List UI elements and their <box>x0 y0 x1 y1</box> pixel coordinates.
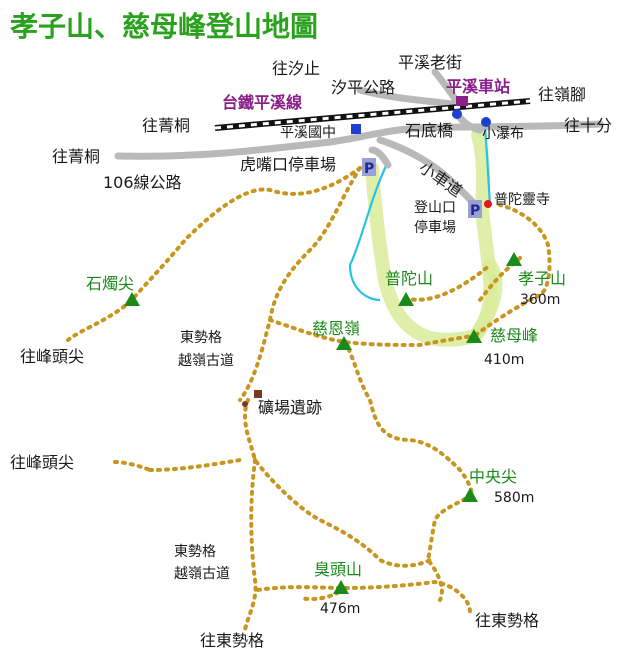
peak-icon-putuoshan <box>398 292 414 306</box>
station-icon <box>456 96 468 106</box>
river-west <box>348 165 387 302</box>
peak-choutoushan-elev: 476m <box>320 601 360 617</box>
dir-jingtong-1: 往菁桐 <box>142 116 190 135</box>
shidiqiao-icon <box>452 109 462 119</box>
road-xiping <box>356 86 456 108</box>
road-small-label: 小車道 <box>416 158 466 201</box>
peak-cienling-name: 慈恩嶺 <box>312 319 360 338</box>
historic-trail-2-line2: 越嶺古道 <box>174 566 230 582</box>
dir-jingtong-2: 往菁桐 <box>52 147 100 166</box>
peak-putuoshan-name: 普陀山 <box>385 269 433 288</box>
historic-trail-1-line2: 越嶺古道 <box>178 353 234 369</box>
map-title: 孝子山、慈母峰登山地圖 <box>10 10 318 43</box>
road-route106-label: 106線公路 <box>103 173 182 192</box>
dir-dongshige-1: 往東勢格 <box>200 631 264 650</box>
school-label: 平溪國中 <box>280 125 336 141</box>
temple-icon <box>484 200 492 208</box>
waterfall-label: 小瀑布 <box>482 126 524 142</box>
river-east <box>483 127 492 206</box>
road-old-street <box>431 68 460 104</box>
historic-trail-2-line1: 東勢格 <box>174 544 216 560</box>
peak-cimufeng-name: 慈母峰 <box>490 326 538 345</box>
peak-icon-zhongyangjian <box>462 488 478 502</box>
peak-icon-shizhujian <box>124 292 140 306</box>
railway-white-dashes <box>214 99 531 130</box>
peak-cimufeng-elev: 410m <box>484 352 524 368</box>
dir-fengtoujian-2: 往峰頭尖 <box>10 453 74 472</box>
temple-label: 普陀靈寺 <box>494 192 550 208</box>
road-small <box>376 136 479 209</box>
road-xiping-label: 汐平公路 <box>331 78 395 97</box>
mine-icon <box>254 390 262 398</box>
shidiqiao-label: 石底橋 <box>405 121 453 140</box>
mine-label: 礦場遺跡 <box>258 398 322 417</box>
dir-lingjiao: 往嶺腳 <box>538 85 586 104</box>
parking-dengshankou-label-2: 停車場 <box>414 219 456 236</box>
school-icon <box>351 124 361 134</box>
parking-dengshankou-icon: P <box>468 200 482 219</box>
peak-xiaozishan-name: 孝子山 <box>518 269 566 288</box>
parking-dengshankou-label-1: 登山口 <box>414 200 456 216</box>
dir-shifen: 往十分 <box>564 116 612 135</box>
peak-icon-xiaozishan <box>506 252 522 266</box>
trailhead-dot-icon <box>242 401 248 407</box>
peak-shizhujian-name: 石燭尖 <box>86 274 134 293</box>
svg-text:P: P <box>470 203 480 219</box>
svg-text:P: P <box>364 161 374 177</box>
trail-network <box>66 166 552 632</box>
dir-xizhi: 往汐止 <box>272 59 320 78</box>
railway-label: 台鐵平溪線 <box>222 93 302 112</box>
peak-xiaozishan-elev: 360m <box>520 292 560 308</box>
road-route106 <box>114 120 604 160</box>
old-street-label: 平溪老街 <box>398 53 462 72</box>
waterfall-icon <box>481 117 491 127</box>
peak-zhongyangjian-name: 中央尖 <box>469 467 517 486</box>
dir-fengtoujian-1: 往峰頭尖 <box>20 347 84 366</box>
historic-trail-1-line1: 東勢格 <box>180 330 222 346</box>
parking-huzuikou-icon: P <box>362 158 376 177</box>
dir-dongshige-2: 往東勢格 <box>475 611 539 630</box>
peak-zhongyangjian-elev: 580m <box>494 490 534 506</box>
station-label: 平溪車站 <box>446 77 510 96</box>
parking-huzuikou-label: 虎嘴口停車場 <box>240 155 336 174</box>
peak-choutoushan-name: 臭頭山 <box>314 560 362 579</box>
peak-icon-choutoushan <box>333 580 349 594</box>
highlighted-route-branch <box>469 258 503 342</box>
road-to-parking <box>368 146 392 169</box>
peak-icon-cimufeng <box>466 329 482 343</box>
peak-icon-cienling <box>336 336 352 350</box>
